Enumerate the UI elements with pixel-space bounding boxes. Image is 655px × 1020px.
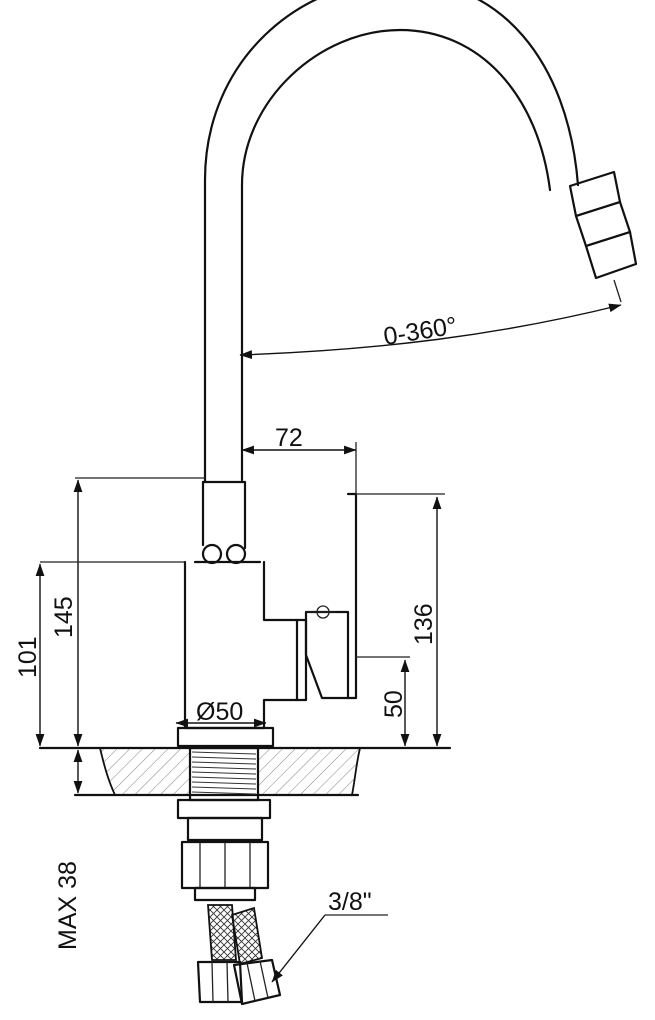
thread-line [191, 771, 257, 775]
lever-height-label: 136 [410, 603, 438, 645]
supply-hose [196, 904, 282, 1006]
thread-line [191, 776, 257, 780]
spout [203, 0, 638, 484]
body-height-label: 101 [14, 636, 42, 678]
mounting-shank [176, 746, 272, 902]
countertop-section [38, 746, 452, 797]
thread-line [191, 786, 257, 790]
faucet-body [176, 480, 358, 748]
reach-label: 72 [275, 424, 303, 452]
thread-line [191, 756, 257, 760]
base-diameter-label: Ø50 [196, 698, 243, 726]
max-countertop-label: MAX 38 [54, 861, 82, 950]
thread-line [191, 761, 257, 765]
dimension-lines [35, 303, 622, 983]
outlet-height-label: 50 [380, 690, 408, 718]
thread-line [191, 791, 257, 795]
rotation-label: 0-360° [382, 312, 459, 351]
thread-line [191, 751, 257, 755]
total-height-label: 145 [50, 596, 78, 638]
connection-size-label: 3/8" [328, 888, 372, 916]
thread-line [191, 766, 257, 770]
thread-line [191, 781, 257, 785]
